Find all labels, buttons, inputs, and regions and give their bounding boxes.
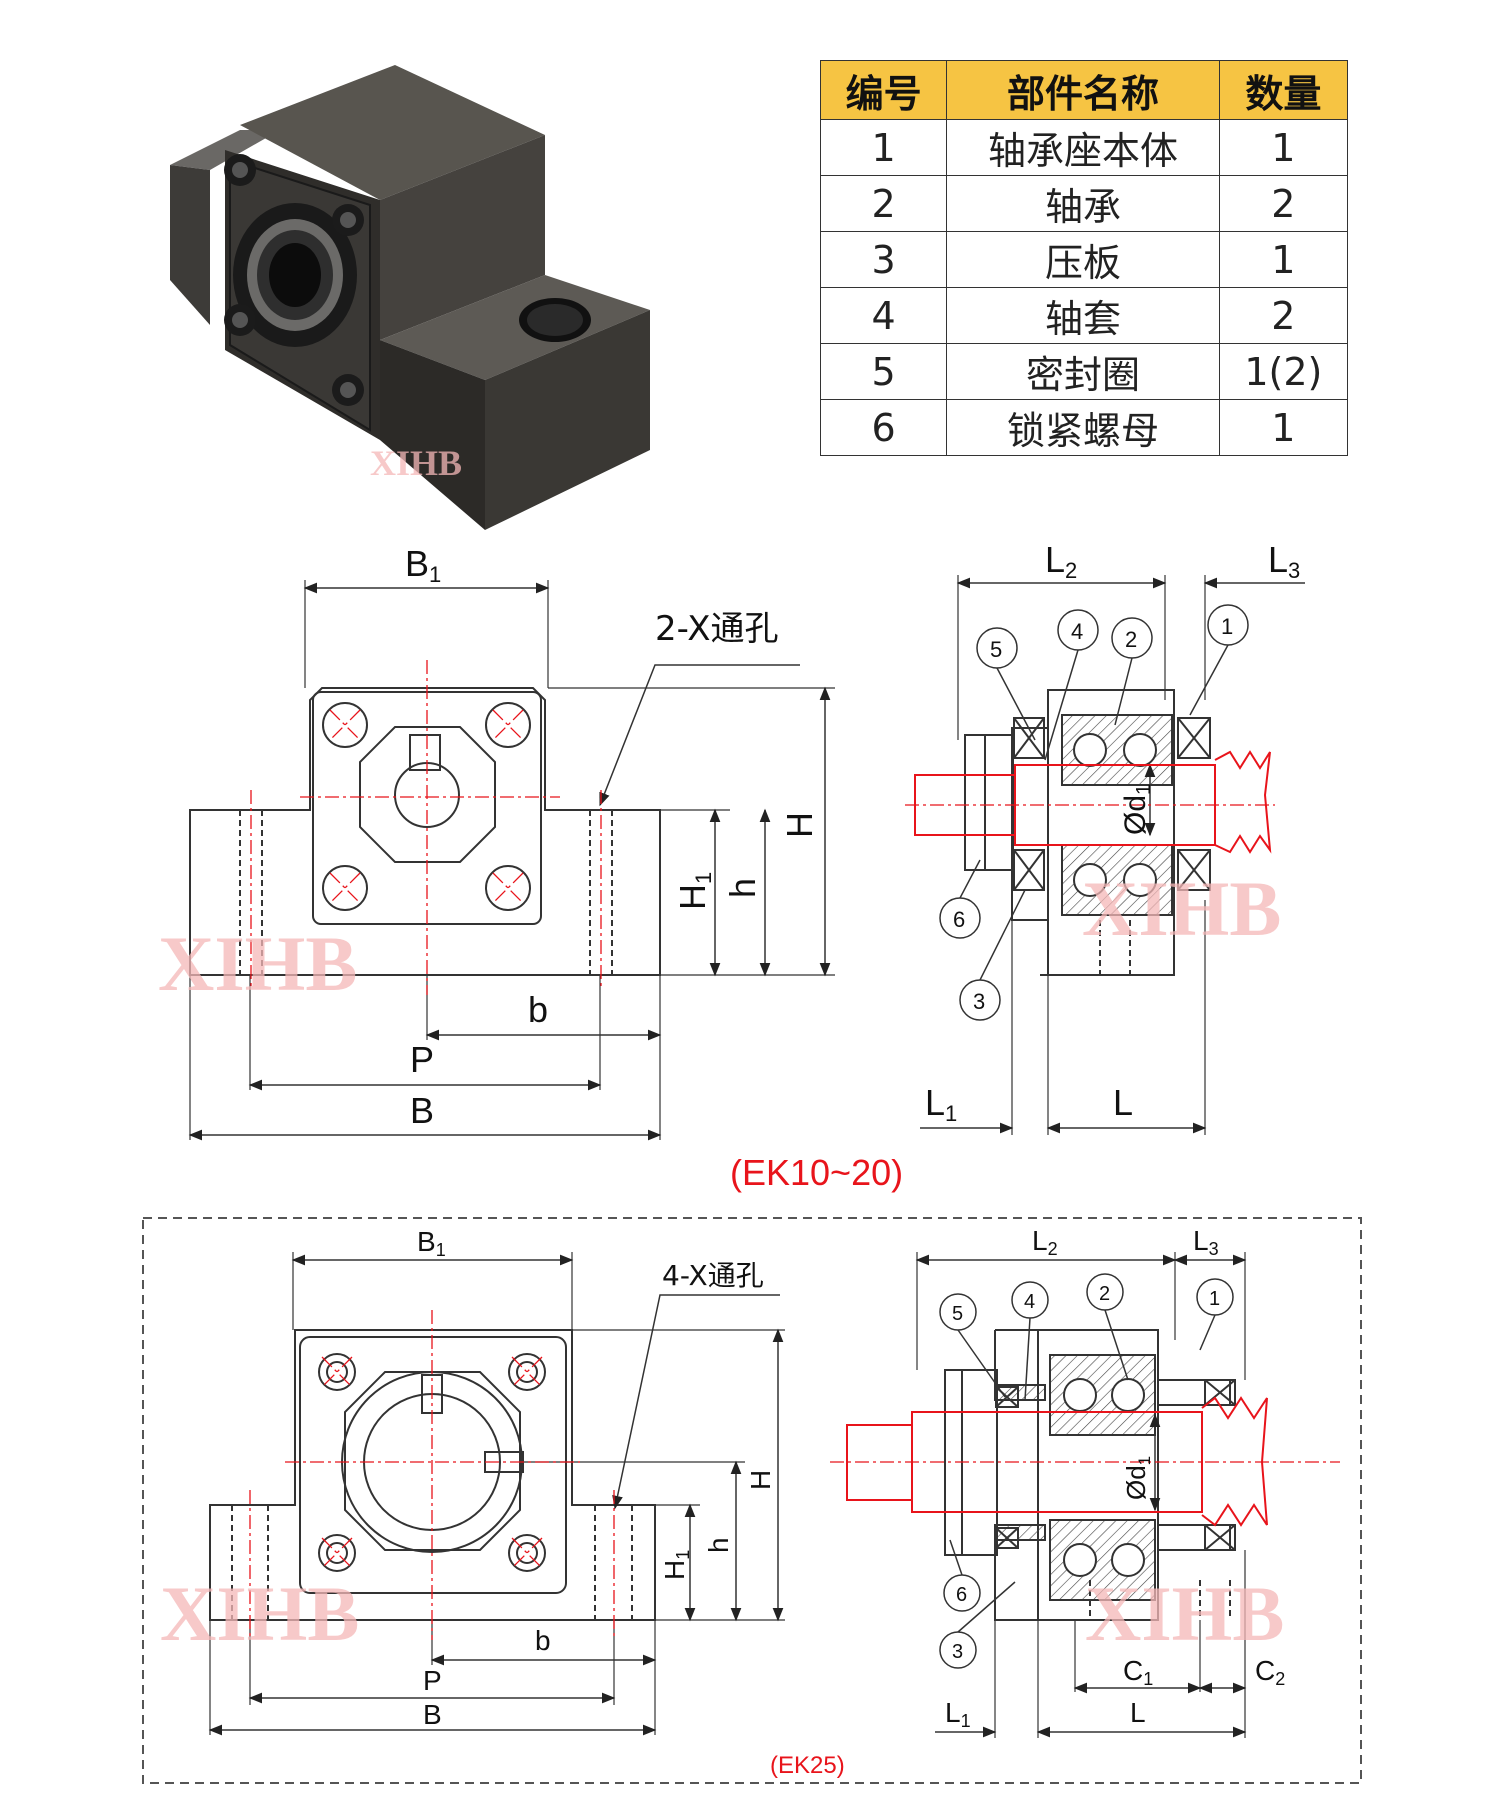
dim-label-L1: L1 [945,1697,971,1731]
diagram1-side-section [920,575,1305,1135]
dim-label-b: b [535,1625,551,1656]
caption-ek25: (EK25) [770,1752,845,1779]
hole-note: 4-X通孔 [662,1259,764,1292]
table-row: 5 密封圈 1(2) [819,343,1349,400]
table-row: 2 轴承 2 [819,175,1349,232]
product-photo: XIHB [130,20,670,530]
diagram2-front-view [208,1252,785,1736]
dim-label-d1: Ød1 [1121,1456,1154,1500]
diagram1-shaft [905,750,1275,854]
table-row: 6 锁紧螺母 1 [819,399,1349,456]
callout-6: 6 [953,907,965,932]
cell-number: 5 [819,343,948,400]
diagram2-shaft [830,1396,1340,1527]
diagram1-callouts [939,604,1249,1021]
cell-part-name: 压板 [946,231,1220,288]
cell-quantity: 1 [1218,399,1349,456]
watermark: XIHB [160,1570,359,1657]
diagram1-front-labels: B1 b P B H h H1 2-X通孔 XIHB [158,543,820,1131]
dim-label-P: P [423,1665,442,1696]
diagram2-side-section [915,1252,1247,1738]
dim-label-B1: B1 [405,543,441,587]
table-header-row: 编号 部件名称 数量 [819,60,1349,120]
diagram2-centerlines [249,1310,615,1640]
diagram1-front-view [188,580,835,1141]
cell-number: 3 [819,231,948,288]
cell-number: 4 [819,287,948,344]
cell-number: 2 [819,175,948,232]
dim-label-L: L [1130,1697,1146,1728]
callout-1: 1 [1209,1288,1220,1310]
diagram2-frame [142,1217,1362,1784]
cell-number: 1 [819,119,948,176]
cell-part-name: 密封圈 [946,343,1220,400]
cell-quantity: 1(2) [1218,343,1349,400]
dim-label-L3: L3 [1268,539,1300,583]
callout-4: 4 [1071,619,1083,644]
dim-label-P: P [410,1039,434,1080]
header-number: 编号 [819,60,948,120]
watermark: XIHB [1085,1570,1284,1657]
dim-label-C1: C1 [1123,1655,1153,1689]
dim-label-H1: H1 [659,1550,693,1580]
callout-2: 2 [1099,1283,1110,1305]
hole-note: 2-X通孔 [655,609,779,649]
caption-ek10-20: (EK10~20) [730,1152,903,1193]
header-part-name: 部件名称 [946,60,1220,120]
callout-4: 4 [1024,1291,1035,1313]
callout-5: 5 [952,1303,963,1325]
dim-label-B: B [410,1090,434,1131]
diagram1-side-labels: 1 2 4 5 6 3 L2 L3 L1 L Ød1 XIHB (EK10~20… [730,539,1300,1193]
table-row: 4 轴套 2 [819,287,1349,344]
cell-quantity: 2 [1218,287,1349,344]
dim-label-L2: L2 [1045,539,1077,583]
callout-1: 1 [1221,614,1233,639]
callout-3: 3 [952,1641,963,1663]
dim-label-b: b [528,989,548,1030]
cell-part-name: 锁紧螺母 [946,399,1220,456]
dim-label-L: L [1113,1082,1133,1123]
dim-label-H: H [779,812,820,838]
dim-label-h: h [703,1537,734,1553]
cell-quantity: 1 [1218,119,1349,176]
diagram2-front-labels: B1 b P B H h H1 4-X通孔 XIHB [160,1226,776,1730]
watermark: XIHB [1082,865,1281,952]
dim-label-h: h [722,878,763,898]
dim-label-B1: B1 [417,1226,446,1260]
dim-label-B: B [423,1699,442,1730]
table-row: 3 压板 1 [819,231,1349,288]
diagram2-callouts [939,1273,1234,1669]
callout-6: 6 [956,1584,967,1606]
cell-part-name: 轴套 [946,287,1220,344]
table-row: 1 轴承座本体 1 [819,119,1349,176]
dim-label-L2: L2 [1032,1225,1058,1259]
callout-5: 5 [990,637,1002,662]
callout-3: 3 [973,989,985,1014]
cell-number: 6 [819,399,948,456]
dim-label-H: H [745,1470,776,1490]
parts-table: 编号 部件名称 数量 1 轴承座本体 1 2 轴承 2 3 压板 1 4 轴套 … [819,60,1349,456]
watermark: XIHB [158,920,357,1007]
dim-label-L3: L3 [1193,1225,1219,1259]
dim-label-H1: H1 [672,872,716,910]
cell-part-name: 轴承座本体 [946,119,1220,176]
photo-watermark: XIHB [370,443,462,483]
dim-label-L1: L1 [925,1082,957,1126]
callout-2: 2 [1125,627,1137,652]
diagram2-side-labels: 1 2 4 5 6 3 L2 L3 L1 L C1 C2 Ød1 XIHB (E… [770,1225,1285,1779]
diagram1-centerlines [250,660,602,995]
dim-label-d1: Ød1 [1119,784,1155,835]
dim-label-C2: C2 [1255,1655,1285,1689]
header-quantity: 数量 [1218,60,1349,120]
